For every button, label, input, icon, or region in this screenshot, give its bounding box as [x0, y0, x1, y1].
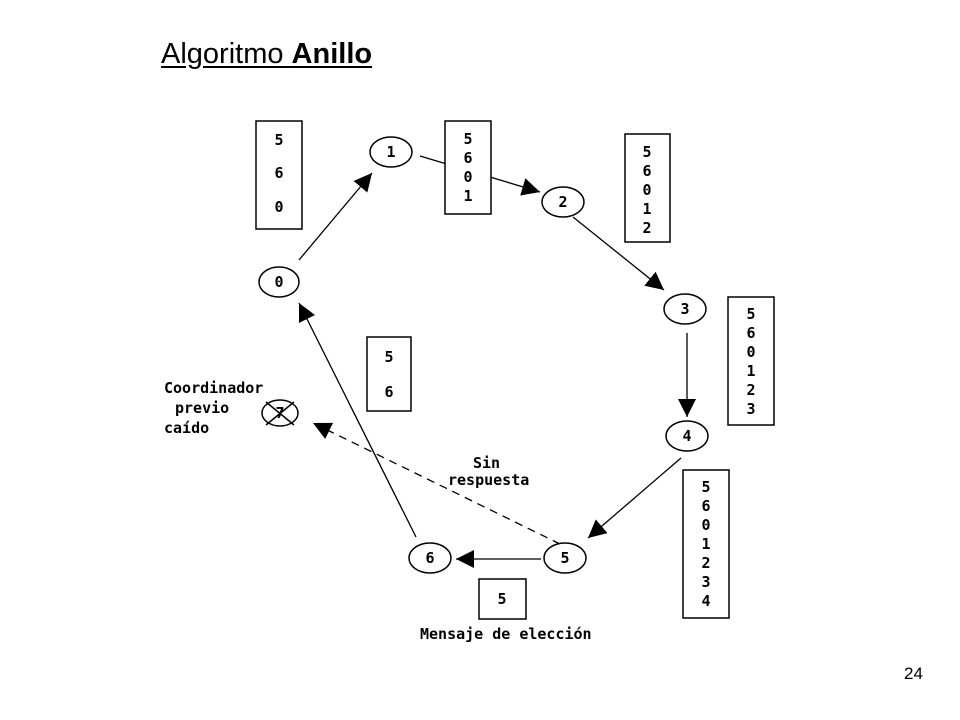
- box-value: 1: [463, 187, 472, 205]
- message-box-after-4: 5 6 0 1 2 3 4: [682, 469, 730, 619]
- election-message-label: Mensaje de elección: [420, 625, 592, 643]
- message-box-after-2: 5 6 0 1 2: [624, 133, 671, 243]
- box-value: 0: [274, 198, 283, 216]
- message-box-after-0: 5 6 0: [255, 120, 303, 230]
- coordinator-line-2: previo: [175, 399, 229, 417]
- box-value: 5: [701, 478, 710, 496]
- box-value: 1: [642, 200, 651, 218]
- box-value: 1: [701, 535, 710, 553]
- box-value: 4: [701, 592, 710, 610]
- page-number: 24: [904, 664, 923, 683]
- node-6: 6: [408, 542, 452, 574]
- box-value: 0: [746, 343, 755, 361]
- box-value: 0: [701, 516, 710, 534]
- message-box-after-6: 5 6: [366, 336, 412, 412]
- ring-arrows: [298, 155, 696, 568]
- coordinator-line-3: caído: [164, 419, 209, 437]
- node-3: 3: [663, 293, 707, 325]
- arrow-0-to-1: [298, 172, 373, 261]
- node-label: 6: [425, 549, 434, 567]
- no-response-line-1: Sin: [473, 454, 500, 472]
- no-response-line-2: respuesta: [448, 471, 529, 489]
- node-label: 3: [680, 300, 689, 318]
- title-emphasis: Anillo: [291, 38, 373, 70]
- node-label: 2: [558, 193, 567, 211]
- box-value: 3: [746, 400, 755, 418]
- box-value: 5: [274, 131, 283, 149]
- slide-title: Algoritmo Anillo: [161, 38, 372, 71]
- box-value: 5: [497, 590, 506, 608]
- coordinator-line-1: Coordinador: [164, 379, 263, 397]
- box-value: 6: [384, 383, 393, 401]
- box-value: 5: [746, 305, 755, 323]
- box-value: 0: [463, 168, 472, 186]
- node-2: 2: [541, 186, 585, 218]
- message-box-after-5: 5: [478, 578, 527, 620]
- box-value: 6: [642, 162, 651, 180]
- arrow-4-to-5: [587, 457, 682, 539]
- arrow-2-to-3: [572, 216, 665, 291]
- coordinator-annotation: Coordinador previo caído: [164, 379, 263, 437]
- arrow-5-to-7-no-response: [312, 422, 561, 545]
- node-1: 1: [369, 136, 413, 168]
- node-label: 4: [682, 427, 691, 445]
- box-value: 2: [642, 219, 651, 237]
- box-value: 6: [701, 497, 710, 515]
- node-label: 1: [386, 143, 395, 161]
- box-value: 5: [463, 130, 472, 148]
- box-value: 3: [701, 573, 710, 591]
- node-label: 5: [560, 549, 569, 567]
- crossed-out-icon: [265, 401, 295, 426]
- box-value: 5: [642, 143, 651, 161]
- node-5: 5: [543, 542, 587, 574]
- box-value: 6: [746, 324, 755, 342]
- box-value: 1: [746, 362, 755, 380]
- message-box-after-3: 5 6 0 1 2 3: [727, 296, 775, 426]
- box-value: 6: [463, 149, 472, 167]
- box-value: 2: [746, 381, 755, 399]
- node-7-crashed: 7: [261, 399, 299, 427]
- box-value: 5: [384, 348, 393, 366]
- box-value: 0: [642, 181, 651, 199]
- message-box-after-1: 5 6 0 1: [444, 120, 492, 215]
- box-value: 2: [701, 554, 710, 572]
- node-4: 4: [665, 420, 709, 452]
- no-response-annotation: Sin respuesta: [448, 454, 529, 489]
- node-0: 0: [258, 266, 300, 298]
- node-label: 0: [274, 273, 283, 291]
- title-prefix: Algoritmo: [161, 38, 292, 70]
- arrow-6-to-0: [298, 302, 417, 538]
- box-value: 6: [274, 164, 283, 182]
